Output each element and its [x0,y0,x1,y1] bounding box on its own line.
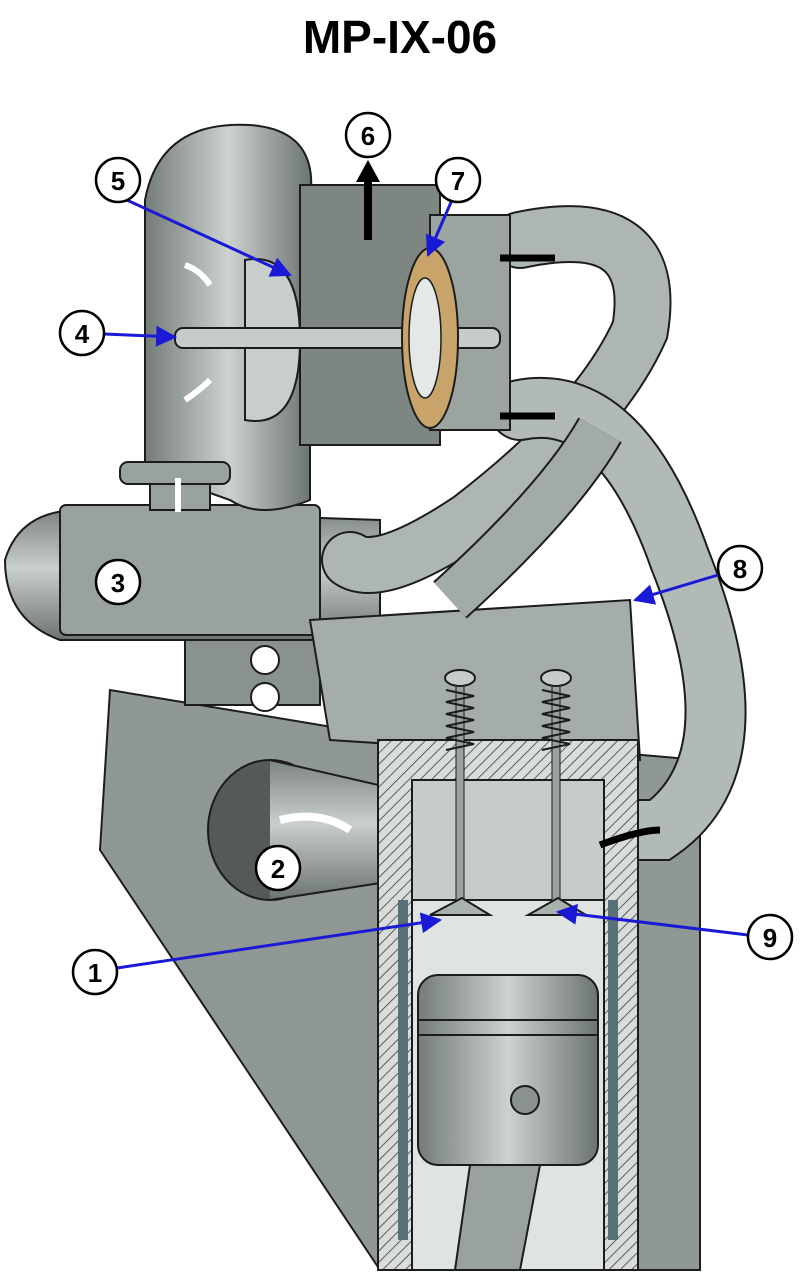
callout-label: 1 [88,958,102,988]
callout-label: 5 [111,166,125,196]
callout-2: 2 [254,844,302,892]
callout-4: 4 [58,309,106,357]
callout-5: 5 [94,156,142,204]
exhaust-manifold [321,205,747,861]
callout-9: 9 [746,913,794,961]
callout-leaders [103,194,749,970]
coolant-passage [398,900,408,1240]
exhaust-flow-arrow-icon [598,826,661,849]
callout-label: 8 [733,554,747,584]
callout-label: 9 [763,923,777,953]
callout-label: 7 [451,166,465,196]
diagram-title: MP-IX-06 [302,11,498,63]
callout-1: 1 [71,948,119,996]
piston [417,974,599,1166]
callout-label: 6 [361,121,375,151]
cylinder-cutaway [377,669,661,1271]
callout-label: 2 [271,854,285,884]
callout-6: 6 [344,111,392,159]
callout-7: 7 [434,156,482,204]
callout-3: 3 [94,558,142,606]
pressure-gauge-icon [250,645,280,675]
exhaust-out-arrow-icon [356,160,380,182]
coolant-passage [608,900,618,1240]
callout-label: 4 [75,319,90,349]
airflow-arrow-icon [279,812,353,834]
callout-8: 8 [716,544,764,592]
wrist-pin [510,1085,540,1115]
valve-spring [541,689,571,751]
intake-valve [429,896,494,916]
connecting-rod [453,1164,542,1271]
valve-spring [445,689,475,751]
temperature-gauge-icon [250,682,280,712]
callout-label: 3 [111,568,125,598]
turbocharger [119,123,555,512]
